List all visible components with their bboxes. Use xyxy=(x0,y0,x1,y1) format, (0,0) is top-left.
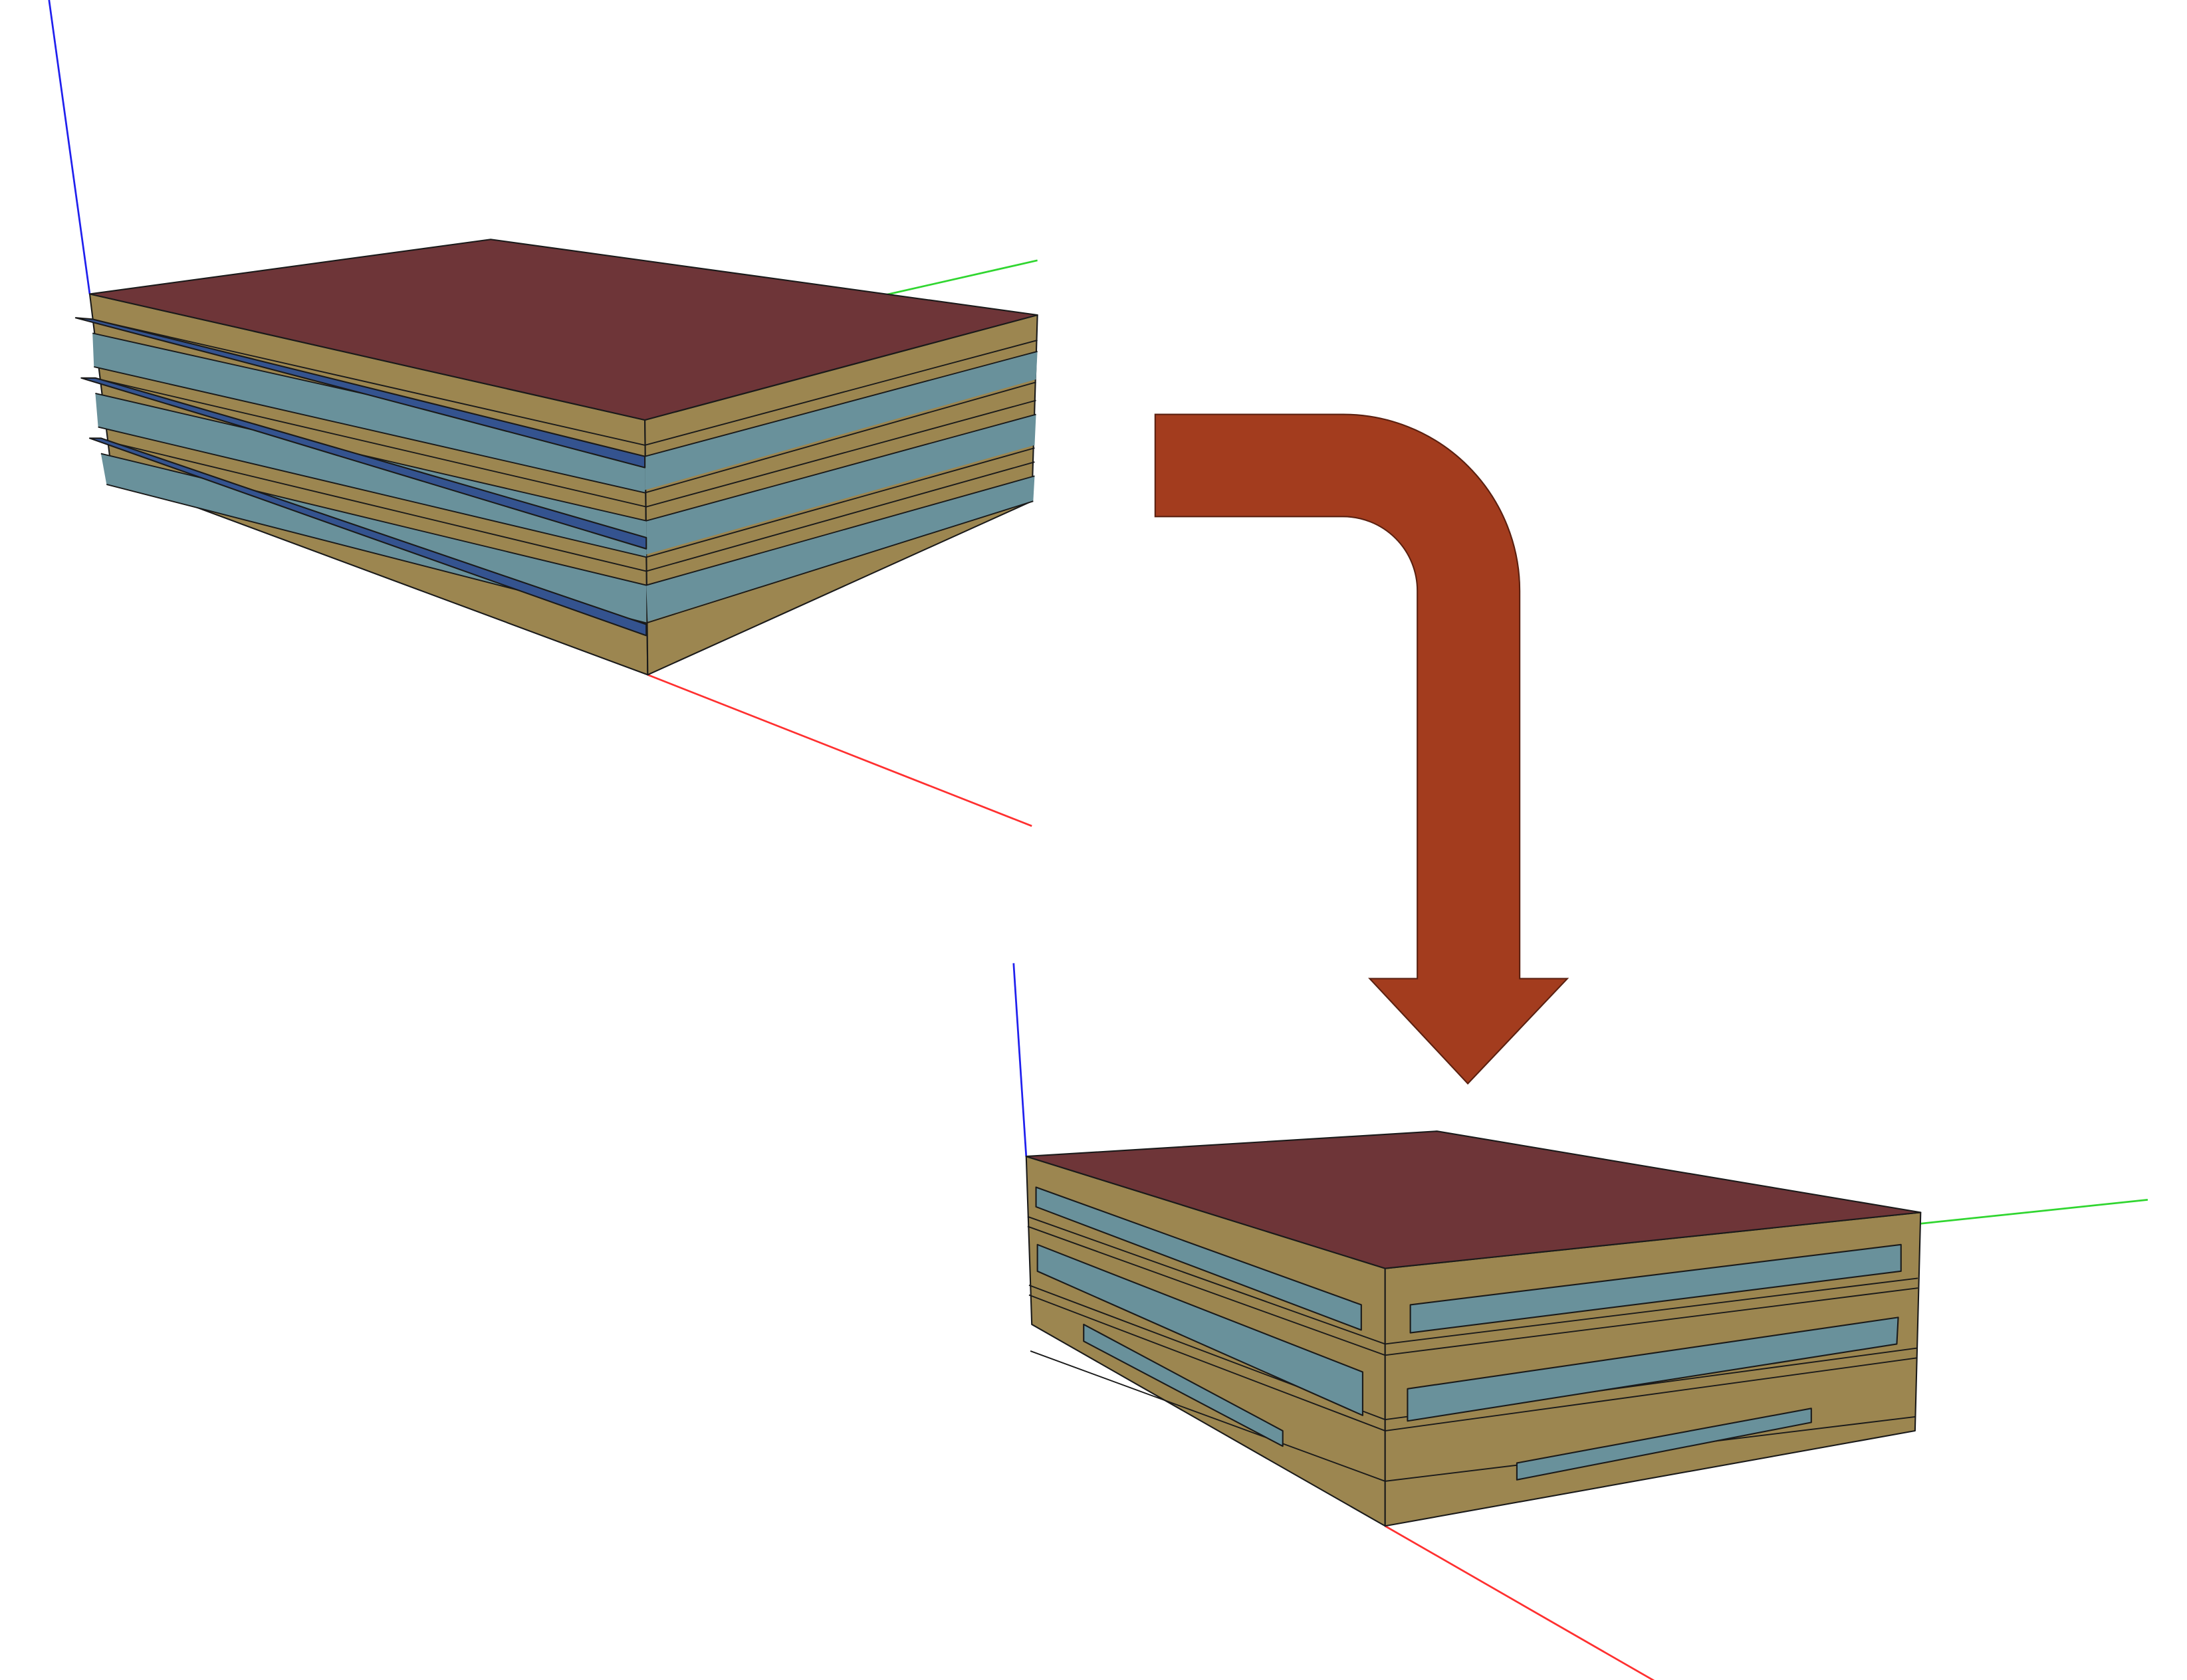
axis-z-before xyxy=(48,0,91,294)
window-band-left-1 xyxy=(92,333,645,493)
axis-y-before xyxy=(883,259,1038,296)
floor-lines-after xyxy=(1027,1215,1918,1482)
window-after-right-2 xyxy=(1407,1316,1899,1422)
window-after-left-2 xyxy=(1036,1243,1363,1416)
building-before xyxy=(48,0,1038,827)
window-band-right-3 xyxy=(646,476,1035,622)
axis-z-after xyxy=(1012,963,1028,1157)
roof-after xyxy=(1025,1130,1922,1269)
window-after-right-3 xyxy=(1516,1408,1812,1481)
shade-overhang-3 xyxy=(88,437,647,637)
floor-lines-before xyxy=(90,318,1038,624)
axis-y-after xyxy=(1920,1199,2148,1225)
window-after-left-3 xyxy=(1083,1323,1284,1447)
window-after-left-1 xyxy=(1035,1186,1362,1331)
window-band-left-2 xyxy=(95,393,647,558)
roof-before xyxy=(88,239,1038,421)
window-after-right-1 xyxy=(1409,1243,1902,1334)
building-after xyxy=(1012,963,2148,1680)
window-band-right-2 xyxy=(646,414,1036,555)
axis-x-after xyxy=(1384,1525,1655,1680)
curved-down-arrow-icon xyxy=(1154,413,1569,1085)
window-band-right-1 xyxy=(645,351,1038,490)
shade-overhang-2 xyxy=(80,377,647,550)
axis-x-before xyxy=(647,674,1032,827)
shade-overhang-1 xyxy=(74,317,646,469)
